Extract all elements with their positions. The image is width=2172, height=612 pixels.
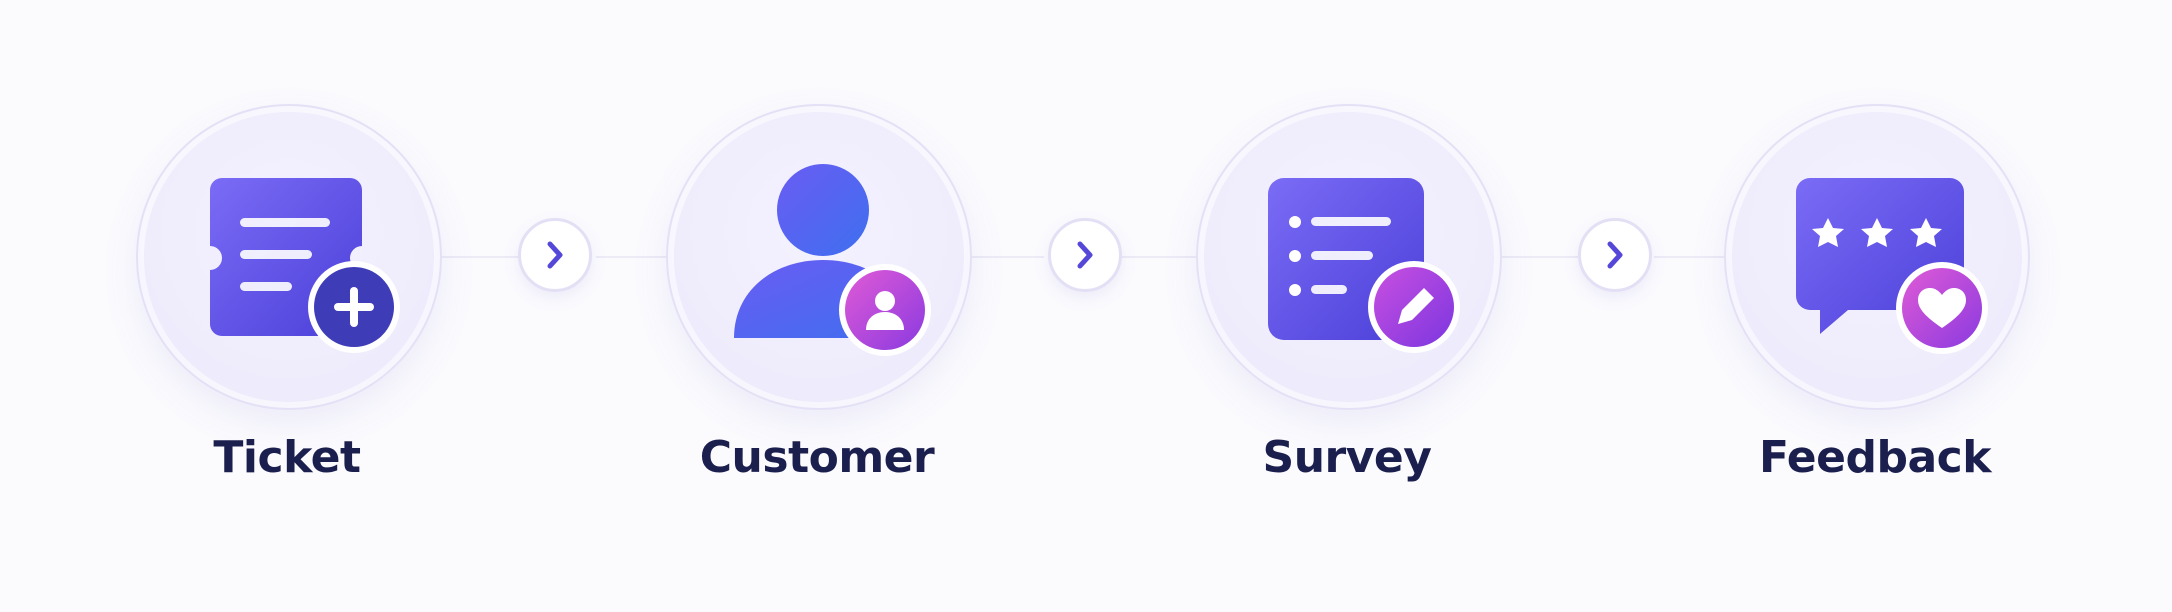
step-ticket-circle — [136, 104, 442, 410]
step-arrow — [1048, 218, 1122, 292]
chevron-right-icon — [547, 241, 563, 269]
step-customer-circle — [666, 104, 972, 410]
step-feedback-circle — [1724, 104, 2030, 410]
connector-line — [1498, 256, 1578, 258]
step-label: Ticket — [213, 432, 361, 483]
step-feedback: Feedback — [1724, 0, 2044, 612]
connector-line — [436, 256, 544, 258]
step-arrow — [518, 218, 592, 292]
step-label: Survey — [1262, 432, 1432, 483]
connector-line — [596, 256, 686, 258]
step-survey: Survey — [1196, 0, 1516, 612]
step-ticket: Ticket — [136, 0, 456, 612]
ticket-plus-icon — [210, 178, 400, 353]
step-arrow — [1578, 218, 1652, 292]
step-customer: Customer — [666, 0, 986, 612]
connector-line — [968, 256, 1044, 258]
customer-user-icon — [734, 164, 931, 356]
connector-line — [1122, 256, 1198, 258]
step-label: Feedback — [1759, 432, 1991, 483]
connector-line — [1654, 256, 1724, 258]
feedback-heart-icon — [1796, 178, 1988, 354]
survey-edit-icon — [1268, 178, 1460, 353]
chevron-right-icon — [1607, 241, 1623, 269]
step-survey-circle — [1196, 104, 1502, 410]
chevron-right-icon — [1077, 241, 1093, 269]
step-label: Customer — [699, 432, 935, 483]
